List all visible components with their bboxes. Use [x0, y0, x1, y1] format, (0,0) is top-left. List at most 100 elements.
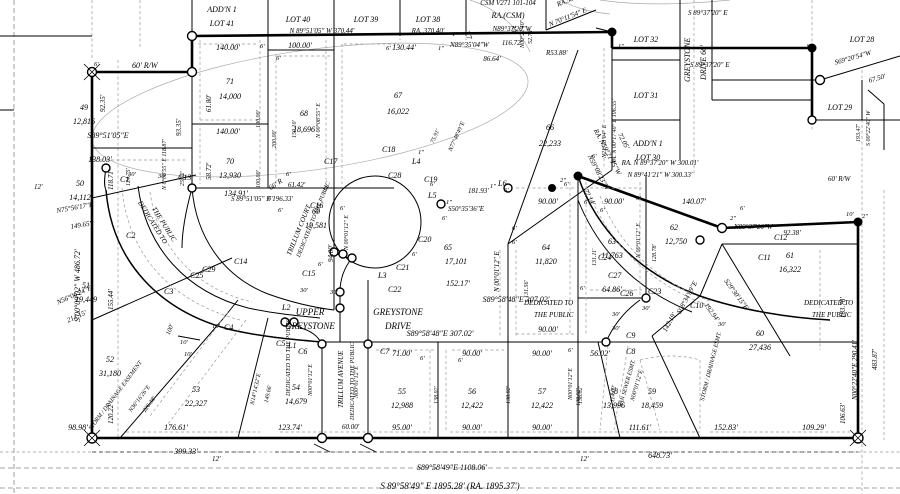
dim-12-left: 12' — [34, 183, 43, 191]
dim-90-m3: 90.00' — [604, 197, 624, 206]
tick-1in-d: 1" — [806, 43, 812, 50]
bearing-n77-48-49e: S50°35'36"E — [448, 205, 485, 213]
lot-71-num: 71 — [226, 77, 234, 86]
dim-138-02-3: 138.02' — [578, 386, 584, 404]
dist-ra-csm: 116.72' — [501, 39, 523, 47]
lot-50-area: 14,112 — [69, 193, 91, 202]
dim-100-2: 100.00' — [256, 170, 262, 188]
offset-6-d: 6' — [324, 185, 329, 192]
dim-138-02-1: 138.02' — [434, 386, 440, 404]
lot-70-area: 13,930 — [219, 171, 241, 180]
line-tag-l3: L3 — [378, 271, 387, 280]
adjoining-label-lot40: LOT 40 — [285, 15, 311, 24]
lot-64-num: 64 — [542, 243, 550, 252]
lot-53-num: 53 — [192, 385, 200, 394]
curve-tag-c16: C16 — [310, 201, 324, 210]
bearing-n89-37-20w-92: N89°37'20"W — [734, 223, 773, 231]
dim-90-t1: 90.00' — [462, 349, 482, 358]
curve-tag-c25: C25 — [190, 271, 204, 280]
dim-93-35: 93.35' — [175, 118, 183, 136]
lot-49-num: 49 — [80, 103, 88, 112]
offset-10-d: 10' — [846, 211, 854, 218]
curve-tag-c3: C3 — [164, 287, 174, 296]
adjoining-label-lot31: LOT 31 — [633, 91, 659, 100]
dim-152-83: 152.83' — [714, 423, 738, 432]
dim-138-03: 138.03' — [88, 155, 112, 164]
curve-tag-c22: C22 — [388, 285, 402, 294]
dist-52-76: 52.76' — [528, 29, 534, 44]
dim-150-10: 150.10' — [292, 120, 298, 138]
offset-6-r: 6' — [600, 207, 605, 214]
dim-98-98: 98.98' — [68, 423, 88, 432]
lot-52-num: 52 — [106, 355, 114, 364]
offset-6-q: 6' — [592, 153, 597, 160]
lot-70-num: 70 — [226, 157, 234, 166]
curve-tag-c24: C24 — [598, 253, 612, 262]
dim-90-m1: 90.00' — [538, 197, 558, 206]
offset-30-e: 30' — [718, 321, 726, 328]
curve-tag-c15: C15 — [302, 269, 316, 278]
rw-label-1: 60' R/W — [132, 61, 158, 70]
bearing-s89-37-20e: S 89°37'20" E — [688, 9, 728, 17]
lot-60-num: 60 — [756, 329, 764, 338]
dim-92-35: 92.35' — [99, 94, 107, 112]
bearing-n00-01-12e-57: N00°01'12"E — [568, 368, 574, 400]
offset-30-d: 30' — [330, 289, 338, 296]
bearing-n89-35-04w: N89°35'04"W — [450, 41, 489, 49]
street-greystone-drive-east-2: DRIVE 60' — [699, 45, 708, 80]
line-tag-l2: L2 — [282, 303, 291, 312]
adjoining-lot-lines — [0, 0, 900, 150]
tick-1in-c: 1" — [618, 43, 624, 50]
curve-tag-c5: C5 — [276, 339, 286, 348]
offset-6-w: 6' — [278, 207, 283, 214]
curve-tag-c10: C10 — [690, 301, 704, 310]
dim-90-t2: 90.00' — [532, 349, 552, 358]
offset-6-t: 6' — [458, 357, 463, 364]
bearing-s00-22-40w: S 00°22'40" W — [866, 110, 872, 146]
offset-6-c: 6' — [386, 45, 391, 52]
adjoining-label-lot28: LOT 28 — [849, 35, 875, 44]
tick-2in-a: 2" — [560, 177, 566, 184]
bearing-ra-csm: N89°37'20"W — [492, 25, 532, 33]
adjoining-label-addn1-lot30-b: LOT 30 — [635, 153, 661, 162]
dim-100-3: 100.00' — [288, 41, 312, 50]
lot-69-num: 69 — [312, 207, 320, 216]
adjoining-label-lot39: LOT 39 — [353, 15, 379, 24]
lot-53-area: 22,327 — [185, 399, 207, 408]
dim-90-m2: 90.00' — [538, 325, 558, 334]
offset-6-f: 6' — [268, 195, 273, 202]
dedication-greystone-2: THE PUBLIC — [534, 311, 574, 319]
south-east-seg: 648.73' — [648, 451, 672, 460]
lot-61-area: 16,322 — [779, 265, 801, 274]
boundary-west-line: S 00°09'02" W 486.72' — [73, 249, 82, 322]
lot-61-num: 61 — [786, 251, 794, 260]
lot-67-area: 16,022 — [387, 107, 409, 116]
bearing-n00-01-12e-54: N00°01'12"E — [308, 364, 314, 396]
offset-6-o: 6' — [584, 199, 589, 206]
adjoining-label-lot32: LOT 32 — [633, 35, 659, 44]
south-west-seg: 399.33' — [174, 447, 198, 456]
dim-140-2: 140.00' — [216, 127, 240, 136]
tick-2in-b: 2" — [730, 215, 736, 222]
dim-64-86: 64.86' — [602, 285, 622, 294]
dedication-greystone-3: DEDICATED TO — [804, 299, 854, 307]
curve-tag-c4: C4 — [224, 323, 234, 332]
lot-62-num: 62 — [670, 223, 678, 232]
offset-6-z: 6' — [636, 195, 641, 202]
lot-63-area: 11,763 — [601, 251, 623, 260]
dist-92-38: 92.38' — [783, 229, 801, 237]
dim-130-44: 130.44' — [392, 43, 416, 52]
dim-100-1: 100.00' — [256, 110, 262, 128]
line-tag-l5: L5 — [428, 191, 437, 200]
tick-1in-a: 1" — [452, 31, 458, 38]
curve-tag-c27: C27 — [608, 271, 622, 280]
dist-193-47: 193.47' — [856, 124, 862, 142]
offset-10-c: 10' — [180, 339, 188, 346]
lot-lines — [91, 32, 858, 439]
dedication-trillum-avenue: DEDICATED TO THE PUBLIC — [350, 342, 356, 420]
offset-30-g: 30' — [612, 325, 620, 332]
offset-6-i: 6' — [430, 181, 435, 188]
lot-55-area: 12,988 — [391, 401, 413, 410]
